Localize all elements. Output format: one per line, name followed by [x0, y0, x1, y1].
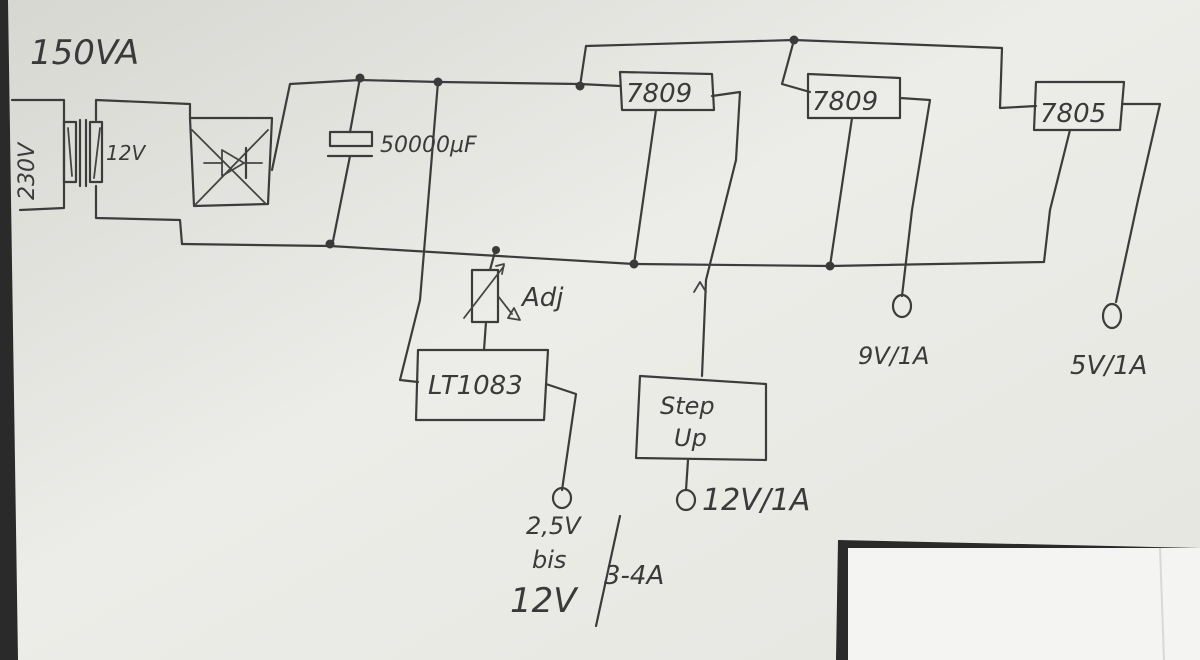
output-12v-label: 12V/1A: [702, 483, 810, 518]
output-terminal-5v: [1101, 302, 1123, 330]
capacitor-value-label: 50000µF: [380, 133, 477, 158]
secondary-voltage-label: 12V: [106, 141, 146, 165]
regulator-2-label: 7809: [812, 87, 878, 117]
output-5v-label: 5V/1A: [1070, 351, 1147, 381]
output-adj-bis-label: bis: [532, 546, 566, 574]
regulator-7809-first: 7809: [618, 70, 742, 378]
paper-sheet: [8, 0, 1200, 660]
transformer-symbol: 12V: [62, 118, 146, 188]
regulator-7805: 7805 5V/1A: [1032, 80, 1162, 381]
step-up-converter: Step Up 12V/1A: [634, 374, 810, 518]
output-adj-voltage-label: 2,5V: [526, 512, 582, 540]
bridge-rectifier-symbol: [188, 116, 274, 208]
regulator-7809-second: 7809 9V/1A: [806, 72, 932, 370]
step-up-label-line1: Step: [660, 392, 715, 420]
output-9v-label: 9V/1A: [858, 342, 929, 370]
lt1083-label: LT1083: [428, 371, 523, 401]
output-terminal-9v: [891, 293, 913, 319]
output-adj-max-label: 12V: [510, 581, 579, 621]
step-up-label-line2: Up: [674, 424, 707, 452]
power-rating-label: 150VA: [30, 33, 139, 73]
output-adj-current-label: 3-4A: [604, 561, 664, 591]
lt1083-regulator: LT1083 2,5V bis 12V 3-4A: [398, 80, 664, 628]
regulator-1-label: 7809: [626, 79, 692, 109]
capacitor-symbol: 50000µF: [326, 76, 477, 248]
adjust-label: Adj: [520, 283, 564, 313]
second-paper-sheet: [848, 548, 1200, 660]
junction-dot: [492, 246, 500, 254]
output-terminal-12v: [675, 488, 697, 512]
output-terminal-adjustable: [551, 486, 573, 510]
adjust-potentiometer-symbol: Adj: [463, 246, 564, 352]
regulator-3-label: 7805: [1040, 99, 1106, 129]
mains-voltage-label: 230V: [15, 141, 40, 200]
